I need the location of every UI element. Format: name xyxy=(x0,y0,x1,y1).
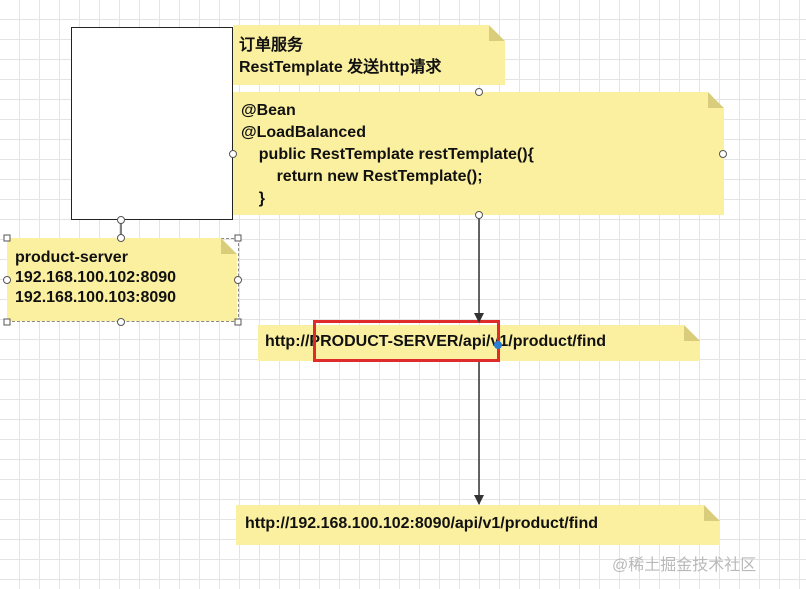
product-server-note[interactable]: product-server 192.168.100.102:8090 192.… xyxy=(7,238,237,321)
product-server-name: product-server xyxy=(15,249,128,266)
order-service-note[interactable]: 订单服务 RestTemplate 发送http请求 xyxy=(233,25,505,85)
service-name-highlight xyxy=(313,320,500,362)
resolved-url-text: http://192.168.100.102:8090/api/v1/produ… xyxy=(245,515,599,532)
blank-service-box[interactable] xyxy=(71,27,233,220)
order-service-subtitle: RestTemplate 发送http请求 xyxy=(239,59,442,76)
service-url-text: http://PRODUCT-SERVER/api/v1/product/fin… xyxy=(265,333,607,350)
code-line: } xyxy=(241,190,266,207)
product-instance: 192.168.100.103:8090 xyxy=(15,289,177,306)
note-fold-corner xyxy=(704,505,720,521)
code-line: return new RestTemplate(); xyxy=(241,168,483,185)
code-line: public RestTemplate restTemplate(){ xyxy=(241,146,534,163)
note-fold-corner xyxy=(489,25,505,41)
bean-code-note[interactable]: @Bean @LoadBalanced public RestTemplate … xyxy=(233,92,724,215)
note-fold-corner xyxy=(684,325,700,341)
code-line: @LoadBalanced xyxy=(241,124,366,141)
resolved-url-note[interactable]: http://192.168.100.102:8090/api/v1/produ… xyxy=(236,505,720,545)
product-instance: 192.168.100.102:8090 xyxy=(15,269,177,286)
service-url-note[interactable]: http://PRODUCT-SERVER/api/v1/product/fin… xyxy=(258,325,700,361)
note-fold-corner xyxy=(708,92,724,108)
code-line: @Bean xyxy=(241,102,296,119)
order-service-title: 订单服务 xyxy=(239,37,304,54)
watermark-text: @稀土掘金技术社区 xyxy=(612,557,757,574)
